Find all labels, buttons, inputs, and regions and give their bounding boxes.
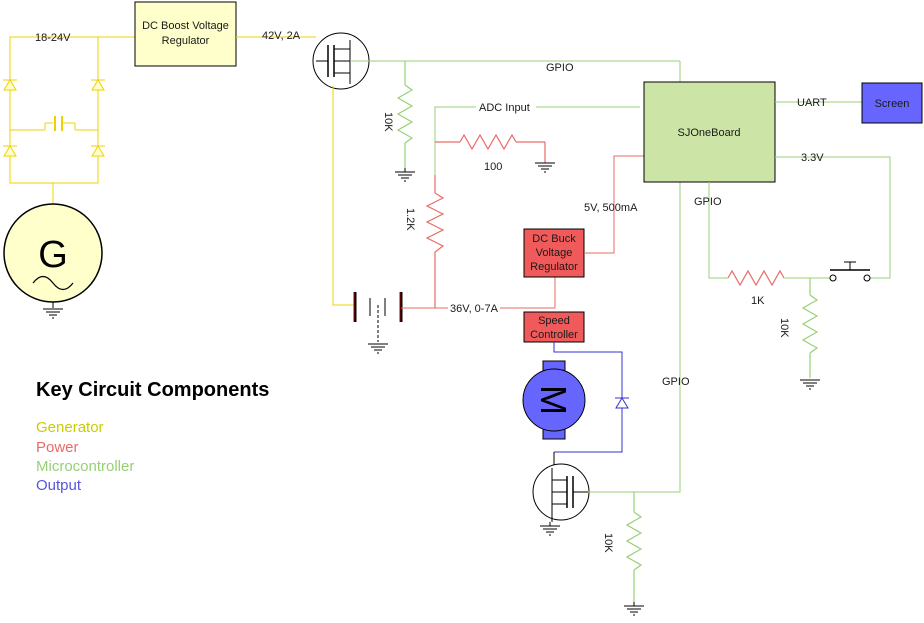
legend-item-output: Output: [36, 477, 82, 494]
resistor-10k-right-label: 10K: [778, 318, 790, 338]
resistor-100: [435, 133, 546, 163]
legend-item-generator: Generator: [36, 419, 104, 436]
gpio-right-label: GPIO: [694, 196, 722, 208]
ground-10k-right: [800, 379, 820, 390]
dc-boost-regulator: DC Boost Voltage Regulator: [134, 1, 237, 67]
legend: Key Circuit Components Generator Power M…: [36, 379, 269, 494]
rectifier-diode-bl: [3, 145, 17, 157]
gpio-bottom-label: GPIO: [662, 376, 690, 388]
rectifier-bridge: [9, 36, 135, 205]
rectifier-diode-tr: [91, 79, 105, 91]
legend-item-power: Power: [36, 439, 79, 456]
resistor-10k-right: [801, 278, 819, 378]
v33-wire: [775, 156, 891, 279]
ground-10k-top: [395, 168, 415, 182]
resistor-1k-label: 1K: [751, 295, 765, 307]
svg-text:Screen: Screen: [875, 98, 910, 110]
legend-item-microcontroller: Microcontroller: [36, 458, 134, 475]
motor-symbol: M: [533, 385, 574, 415]
adc-input-wire: [434, 106, 640, 190]
gpio-bottom-wire: [588, 182, 681, 493]
gpio-top-label: GPIO: [546, 62, 574, 74]
svg-text:Regulator: Regulator: [530, 261, 578, 273]
buck-output-label: 5V, 500mA: [584, 202, 638, 214]
svg-text:Regulator: Regulator: [162, 35, 210, 47]
battery-output-label: 36V, 0-7A: [450, 303, 499, 315]
boost-output-label: 42V, 2A: [262, 30, 301, 42]
push-button: [829, 261, 871, 282]
gpio-right-wire: [708, 182, 728, 279]
resistor-100-label: 100: [484, 161, 502, 173]
ground-100: [535, 162, 555, 173]
legend-title: Key Circuit Components: [36, 379, 269, 401]
dc-buck-regulator: DC Buck Voltage Regulator: [523, 228, 585, 278]
svg-text:Controller: Controller: [530, 329, 578, 341]
resistor-10k-bottom-label: 10K: [602, 533, 614, 553]
motor-loop-wire: [553, 342, 623, 453]
screen: Screen: [861, 82, 923, 124]
mosfet-to-battery-wire: [332, 86, 355, 306]
svg-text:SJOneBoard: SJOneBoard: [678, 127, 741, 139]
ground-generator: [43, 308, 63, 319]
mosfet-bottom: [532, 463, 590, 522]
flyback-diode: [615, 397, 629, 409]
resistor-10k-bottom: [625, 492, 643, 602]
resistor-10k-top: [396, 61, 414, 168]
rectifier-diode-tl: [3, 79, 17, 91]
resistor-1-2k: [425, 175, 445, 308]
svg-text:DC Buck: DC Buck: [532, 233, 576, 245]
resistor-1k: [727, 269, 785, 287]
rectifier-diode-br: [91, 145, 105, 157]
motor: M: [522, 360, 586, 440]
ground-10k-bottom: [624, 602, 644, 616]
generator: G: [3, 203, 103, 308]
buck-output-wire: [584, 155, 644, 254]
input-voltage-label: 18-24V: [35, 32, 71, 44]
ground-mosfet-bottom: [540, 522, 560, 536]
uart-label: UART: [797, 97, 827, 109]
svg-text:DC Boost Voltage: DC Boost Voltage: [142, 20, 229, 32]
sjoneboard: SJOneBoard: [643, 81, 776, 183]
rectifier-capacitor: [54, 116, 63, 131]
adc-input-label: ADC Input: [479, 102, 530, 114]
battery: [353, 292, 403, 342]
v33-label: 3.3V: [801, 152, 824, 164]
resistor-10k-top-label: 10K: [382, 112, 394, 132]
ground-battery: [368, 343, 388, 354]
svg-text:Voltage: Voltage: [536, 247, 573, 259]
speed-controller: Speed Controller: [523, 311, 585, 343]
generator-symbol: G: [38, 234, 68, 276]
resistor-1-2k-label: 1.2K: [404, 208, 416, 231]
svg-text:Speed: Speed: [538, 315, 570, 327]
